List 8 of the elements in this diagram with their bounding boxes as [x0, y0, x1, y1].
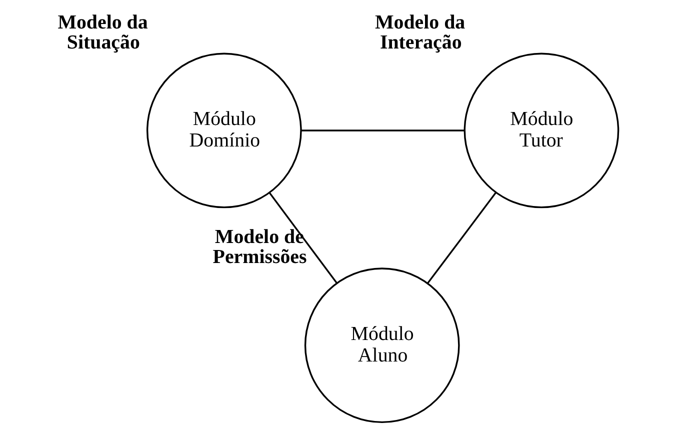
node-label: Modelo da Situação	[57, 11, 148, 54]
node-label: Modelo da Interação	[374, 11, 465, 54]
node-circle: Módulo Aluno	[304, 268, 460, 424]
connector	[268, 192, 338, 284]
node-circle: Módulo Domínio	[146, 52, 302, 208]
connector	[426, 192, 496, 284]
connector	[300, 130, 464, 132]
node-circle: Módulo Tutor	[463, 52, 619, 208]
